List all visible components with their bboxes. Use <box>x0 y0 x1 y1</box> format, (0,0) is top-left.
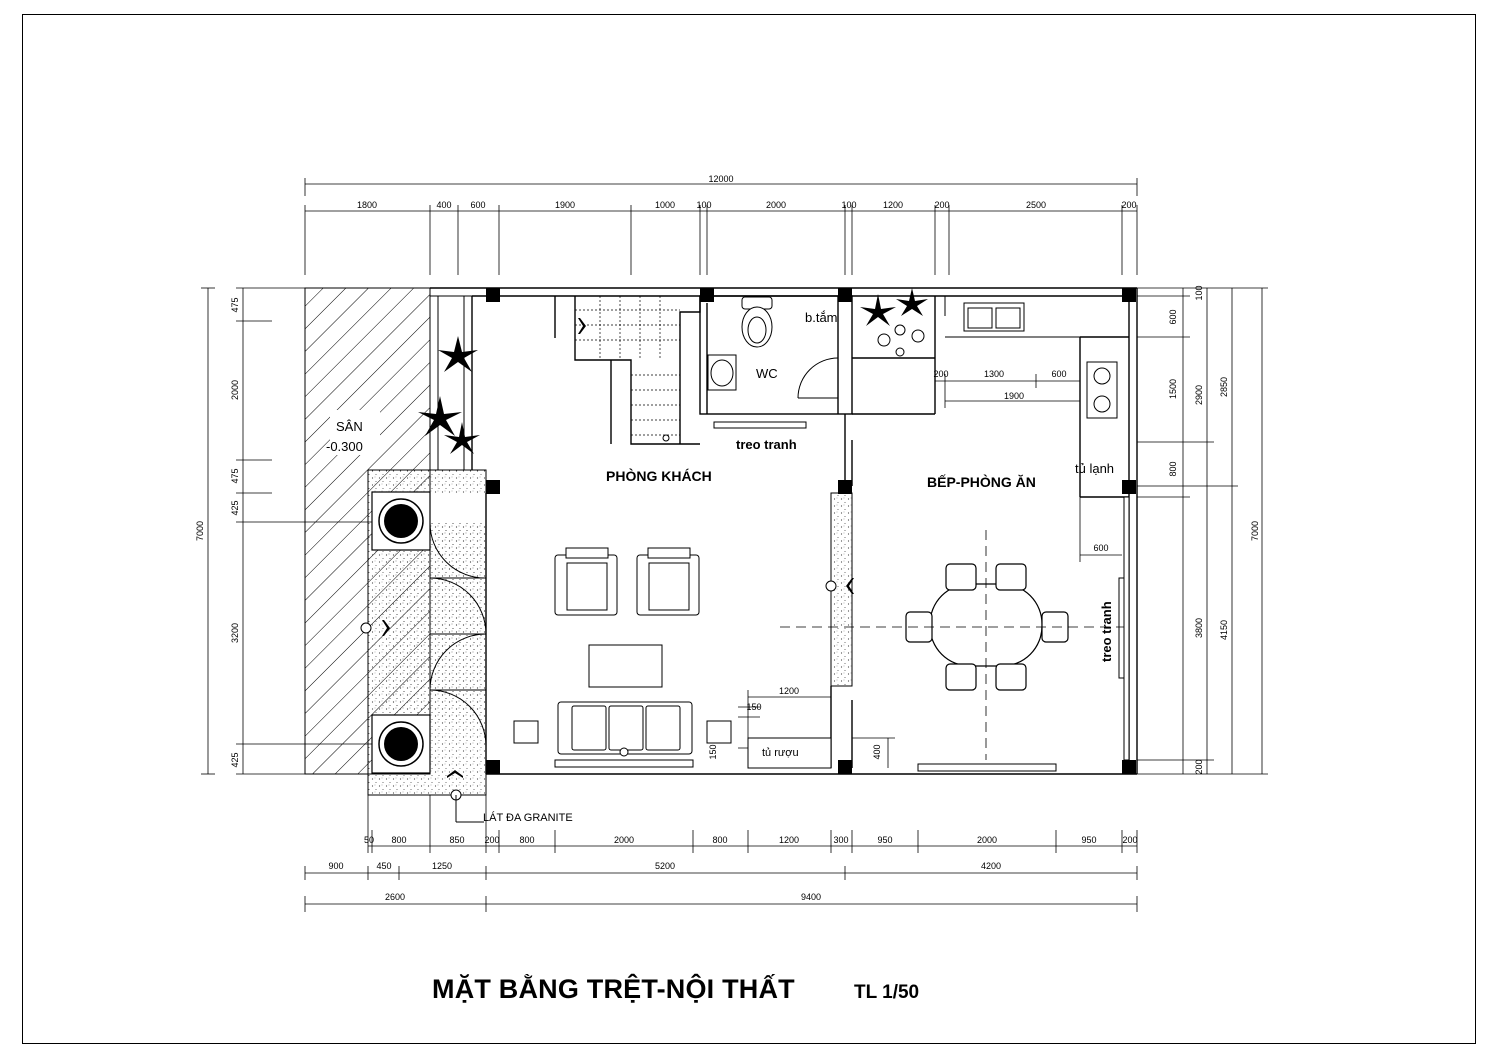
sheet-scale: TL 1/50 <box>854 982 920 1003</box>
arrow-markers <box>382 318 854 778</box>
dim-top: 1900 <box>555 200 575 210</box>
yard-label-mask <box>330 410 380 455</box>
dim-top-total: 12000 <box>708 174 733 184</box>
dim-top: 2500 <box>1026 200 1046 210</box>
label-picture-right: treo tranh <box>1099 601 1114 662</box>
label-fridge: tủ lạnh <box>1075 461 1114 476</box>
dim-kitchen: 200 <box>933 369 948 379</box>
walls <box>430 287 1138 775</box>
dim-bottom-inner: 850 <box>449 835 464 845</box>
wine-cabinet <box>747 737 832 769</box>
dim-misc: 1200 <box>779 686 799 696</box>
dim-right: 800 <box>1168 461 1178 476</box>
dim-bottom-inner: 2000 <box>977 835 997 845</box>
porch-columns <box>371 491 431 774</box>
dim-top: 600 <box>470 200 485 210</box>
dim-right-outer: 2850 <box>1219 377 1229 397</box>
dim-top: 1800 <box>357 200 377 210</box>
dim-bottom-inner: 800 <box>391 835 406 845</box>
dim-bottom-mid: 5200 <box>655 861 675 871</box>
structural-columns <box>486 288 1136 774</box>
dim-bottom-outer: 9400 <box>801 892 821 902</box>
dim-right-mid: 2900 <box>1194 385 1204 405</box>
dim-bottom-mid: 450 <box>376 861 391 871</box>
yard-label: SÂN <box>336 419 363 434</box>
dim-top: 100 <box>841 200 856 210</box>
dim-right: 100 <box>1194 285 1204 300</box>
dim-bottom-mid: 1250 <box>432 861 452 871</box>
label-wine-cabinet: tủ rượu <box>762 747 799 759</box>
plants <box>418 288 928 454</box>
dim-bottom-mid: 4200 <box>981 861 1001 871</box>
dim-left: 3200 <box>230 623 240 643</box>
dim-left: 475 <box>230 468 240 483</box>
dim-top: 100 <box>696 200 711 210</box>
dim-top: 400 <box>436 200 451 210</box>
room-kitchen: BẾP-PHÒNG ĂN <box>927 473 1036 490</box>
yard-level: -0.300 <box>326 439 363 454</box>
dim-bottom-inner: 50 <box>364 835 374 845</box>
kitchen-counters <box>944 296 1118 419</box>
label-granite: LÁT ĐA GRANITE <box>483 811 573 824</box>
dim-right-total: 7000 <box>1250 521 1260 541</box>
dim-top: 200 <box>934 200 949 210</box>
dim-bottom-inner: 800 <box>712 835 727 845</box>
dim-left: 425 <box>230 500 240 515</box>
staircase <box>575 296 680 436</box>
dim-right: 600 <box>1168 309 1178 324</box>
dim-bottom-inner: 950 <box>877 835 892 845</box>
dining-set <box>905 563 1069 691</box>
dim-kitchen: 1900 <box>1004 391 1024 401</box>
front-doors <box>429 522 487 747</box>
dim-misc: 600 <box>1093 543 1108 553</box>
dim-misc: 400 <box>872 744 882 759</box>
picture-frame-top <box>713 421 807 429</box>
dim-top: 200 <box>1121 200 1136 210</box>
dim-bottom-inner: 800 <box>519 835 534 845</box>
dim-bottom-outer: 2600 <box>385 892 405 902</box>
dim-left-total: 7000 <box>195 521 205 541</box>
dim-top: 2000 <box>766 200 786 210</box>
dim-misc: 150 <box>746 702 761 712</box>
dim-left: 425 <box>230 752 240 767</box>
dimension-texts: 12000 1800 400 600 1900 1000 100 2000 10… <box>195 174 1260 902</box>
dim-bottom-inner: 300 <box>833 835 848 845</box>
dim-left: 2000 <box>230 380 240 400</box>
room-wc: WC <box>756 366 778 381</box>
dim-bottom-inner: 1200 <box>779 835 799 845</box>
dim-bottom-inner: 200 <box>1122 835 1137 845</box>
dim-right-mid: 4150 <box>1219 620 1229 640</box>
axis-lines <box>780 530 1129 760</box>
wc-fixtures <box>707 296 839 399</box>
sheet-border <box>22 14 1476 1044</box>
section-markers <box>360 434 837 823</box>
dimension-lines <box>201 178 1268 912</box>
sheet-title: MẶT BẰNG TRỆT-NỘI THẤT <box>432 974 795 1004</box>
dim-right: 3800 <box>1194 618 1204 638</box>
room-labels: PHÒNG KHÁCH BẾP-PHÒNG ĂN WC b.tắm SÂN -0… <box>326 310 1114 824</box>
dim-top: 1200 <box>883 200 903 210</box>
windows <box>429 295 1130 772</box>
room-bath: b.tắm <box>805 310 838 325</box>
dim-kitchen: 1300 <box>984 369 1004 379</box>
living-furniture <box>513 547 732 768</box>
dim-right: 200 <box>1194 759 1204 774</box>
dim-bottom-inner: 200 <box>484 835 499 845</box>
room-living: PHÒNG KHÁCH <box>606 467 712 484</box>
dim-left: 475 <box>230 297 240 312</box>
dim-top: 1000 <box>655 200 675 210</box>
dim-bottom-inner: 950 <box>1081 835 1096 845</box>
label-picture-top: treo tranh <box>736 437 797 452</box>
dim-bottom-mid: 900 <box>328 861 343 871</box>
dim-right: 1500 <box>1168 379 1178 399</box>
dim-bottom-inner: 2000 <box>614 835 634 845</box>
dim-misc: 150 <box>708 744 718 759</box>
dim-kitchen: 600 <box>1051 369 1066 379</box>
